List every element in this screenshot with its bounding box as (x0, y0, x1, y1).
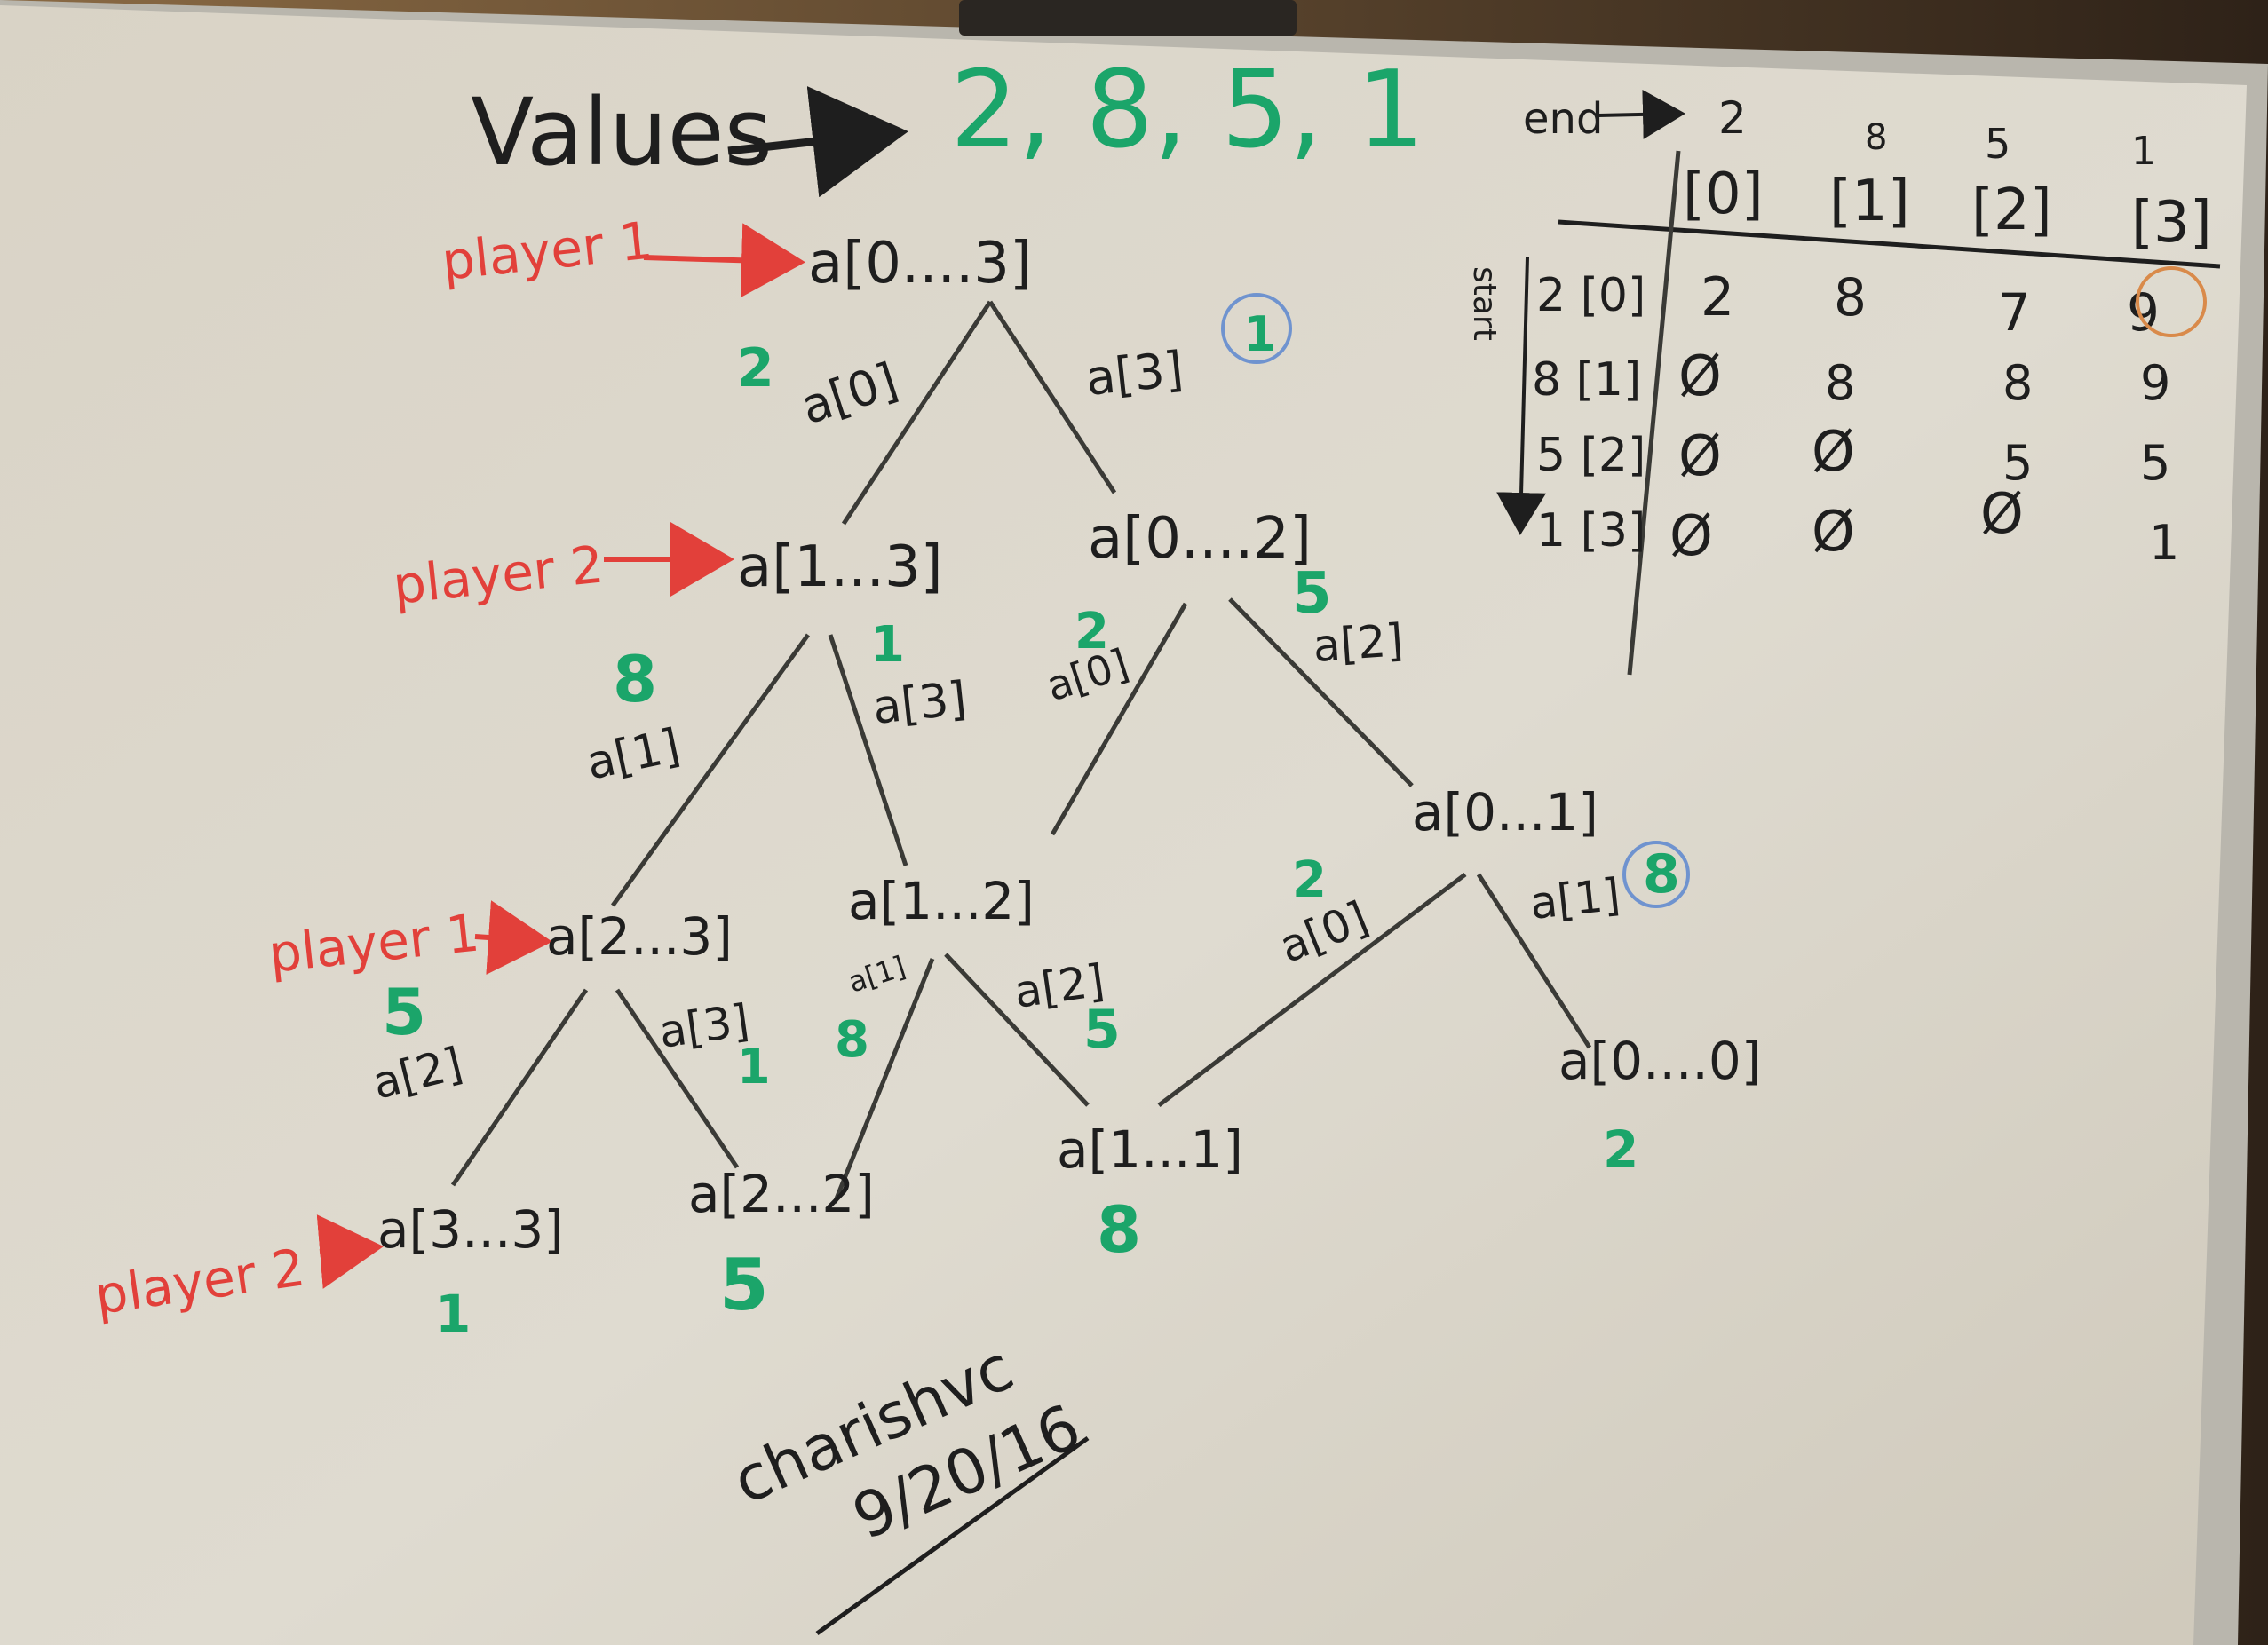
node-a3-3: a[3...3] (377, 1199, 564, 1260)
table-cell-3-2: Ø (1980, 481, 2024, 546)
score-leaf-a2-2: 5 (719, 1244, 769, 1326)
score-leaf-a3-3: 1 (435, 1284, 471, 1344)
edge-label-n13-right: a[3] (870, 672, 969, 735)
score-n12-right: 5 (1083, 999, 1121, 1061)
score-n01-right: 8 (1643, 843, 1680, 906)
score-root-left: 2 (737, 337, 774, 399)
table-row-header-3: 1 [3] (1536, 504, 1645, 558)
node-a1-2: a[1...2] (848, 871, 1035, 931)
edge-n02-right (1228, 597, 1414, 787)
table-cell-2-1: Ø (1812, 419, 1855, 484)
edge-label-root-right: a[3] (1083, 341, 1186, 407)
table-col-value-3: 1 (2131, 129, 2156, 174)
circle-highlight-root-right (1221, 293, 1292, 364)
score-n23-left: 5 (382, 975, 426, 1049)
table-end-label: end (1523, 94, 1603, 144)
edge-n23-left (450, 988, 589, 1187)
table-cell-0-3: 9 (2127, 282, 2160, 343)
score-n13-right: 1 (870, 616, 905, 674)
table-cell-3-1: Ø (1812, 499, 1855, 564)
edge-n12-left (832, 958, 935, 1204)
score-n13-left: 8 (613, 642, 657, 716)
board-clip (959, 0, 1297, 36)
edge-n02-left (1050, 602, 1188, 836)
table-cell-3-0: Ø (1669, 503, 1713, 568)
scores: 2 1 8 1 2 5 5 1 8 5 2 8 1 5 8 2 (382, 306, 1680, 1344)
node-a0-0: a[0....0] (1558, 1031, 1761, 1091)
table-header-rule (1558, 219, 2221, 269)
edge-n23-right (615, 988, 740, 1169)
edge-n13-left (610, 633, 811, 907)
table-col-value-2: 5 (1985, 120, 2010, 168)
edge-n13-right (828, 634, 908, 866)
edge-label-n02-right: a[2] (1312, 614, 1405, 672)
edge-labels: a[0] a[3] a[1] a[3] a[0] a[2] a[2] a[3] … (368, 341, 1622, 1110)
tree-nodes: a[0....3] a[1...3] a[0....2] a[2...3] a[… (377, 231, 1761, 1260)
node-a2-2: a[2...2] (688, 1164, 875, 1224)
edge-label-n23-right: a[3] (656, 994, 753, 1058)
edge-n01-right (1476, 873, 1592, 1049)
values-header: Values 2, 8, 5, 1 (471, 49, 1424, 198)
table-cell-2-2: 5 (2002, 435, 2033, 491)
values-arrow (727, 86, 908, 198)
table-start-label: start (1466, 266, 1503, 341)
node-a1-3: a[1...3] (737, 534, 943, 600)
table-col-index-0: [0] (1683, 162, 1764, 227)
edge-root-left (841, 300, 993, 526)
node-a0-1: a[0...1] (1412, 782, 1598, 842)
player-2-bottom-arrow (316, 1214, 384, 1289)
table-cell-0-1: 8 (1834, 267, 1867, 328)
values-label: Values (471, 78, 773, 186)
score-root-right: 1 (1243, 306, 1277, 362)
edge-label-n01-right: a[1] (1527, 869, 1622, 929)
table-col-index-3: [3] (2131, 190, 2212, 256)
score-n02-left: 2 (1075, 603, 1109, 660)
edge-n12-right (944, 953, 1090, 1107)
table-cell-2-0: Ø (1678, 423, 1722, 488)
table-cell-1-1: 8 (1825, 355, 1855, 411)
score-leaf-a1-1: 8 (1097, 1192, 1141, 1267)
node-a1-1: a[1...1] (1057, 1119, 1243, 1180)
table-col-value-1: 8 (1865, 117, 1887, 158)
score-leaf-a0-0: 2 (1603, 1119, 1638, 1180)
table-row-header-0: 2 [0] (1536, 269, 1645, 322)
dp-table: end 2 8 5 1 [0] [1] [2] [3] start 2 [0] … (1466, 89, 2221, 676)
score-n02-right: 5 (1292, 561, 1332, 627)
table-row-header-1: 8 [1] (1532, 353, 1641, 407)
score-n23-right: 1 (737, 1039, 771, 1095)
edge-root-right (987, 300, 1117, 494)
player-1-mid-arrow (474, 900, 552, 975)
whiteboard-surface (0, 5, 2247, 1645)
node-a2-3: a[2...3] (546, 906, 733, 967)
tree-edges (450, 300, 1592, 1204)
table-col-index-2: [2] (1971, 178, 2052, 243)
table-cell-1-0: Ø (1678, 344, 1722, 408)
table-col-value-0: 2 (1718, 92, 1747, 144)
table-cell-1-2: 8 (2002, 355, 2033, 411)
table-row-header-2: 5 [2] (1536, 429, 1645, 482)
table-cell-0-2: 7 (1998, 282, 2031, 343)
node-a0-2: a[0....2] (1088, 506, 1312, 572)
player-1-top-arrow (643, 223, 805, 298)
table-start-arrow (1496, 257, 1547, 535)
score-n01-left: 2 (1292, 851, 1327, 909)
values-list: 2, 8, 5, 1 (950, 49, 1424, 172)
table-cell-3-3: 1 (2149, 515, 2179, 571)
edge-n01-left (1157, 873, 1467, 1107)
table-column-rule (1627, 150, 1681, 676)
table-end-arrow (1598, 89, 1685, 139)
table-cell-1-3: 9 (2140, 355, 2170, 411)
signature-underline (815, 1435, 1090, 1636)
edge-label-n12-right: a[2] (1011, 954, 1108, 1018)
table-col-index-1: [1] (1829, 169, 1910, 234)
table-cell-0-0: 2 (1701, 266, 1734, 328)
circle-highlight-n01-right (1622, 841, 1690, 908)
table-answer-highlight (2136, 266, 2207, 337)
node-root: a[0....3] (808, 231, 1032, 297)
table-cell-2-3: 5 (2140, 435, 2170, 491)
score-n12-left: 8 (835, 1011, 869, 1069)
